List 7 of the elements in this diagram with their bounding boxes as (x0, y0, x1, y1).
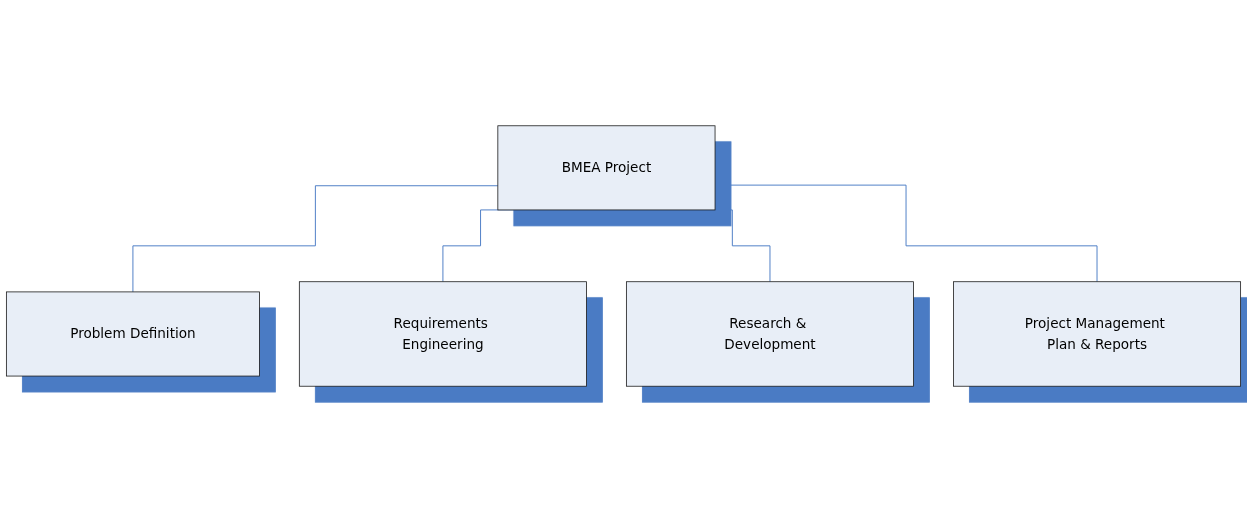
node-box: Problem Definition (5, 291, 260, 377)
node-box: Requirements Engineering (298, 281, 587, 387)
connector (714, 184, 1098, 283)
node-box: Project Management Plan & Reports (953, 281, 1241, 387)
node-box: Research & Development (626, 281, 914, 387)
connector (132, 185, 499, 293)
node-box: BMEA Project (497, 125, 716, 211)
